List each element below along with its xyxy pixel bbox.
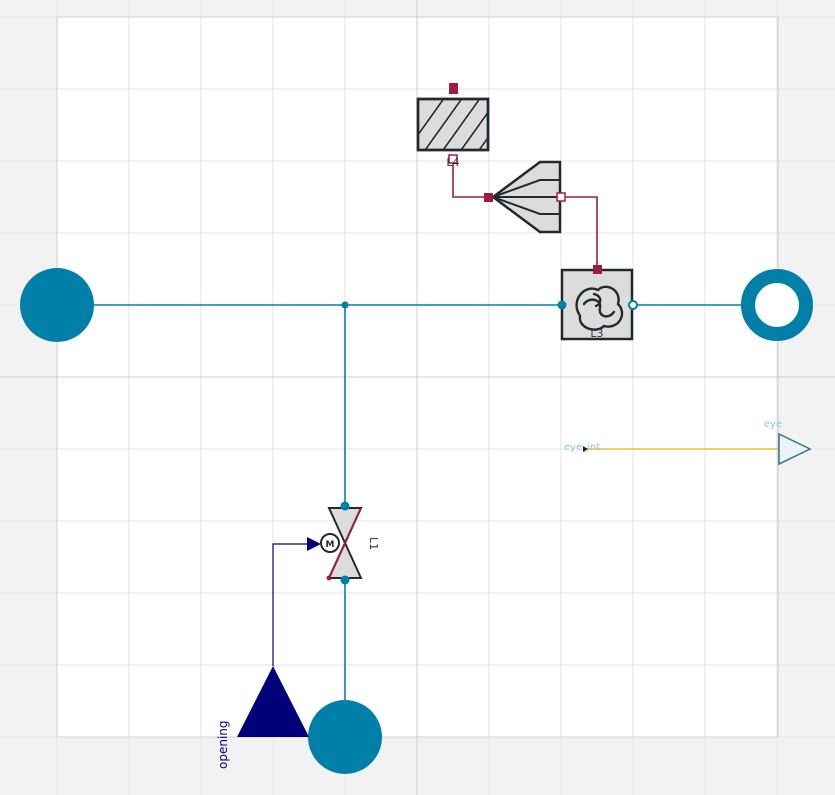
- capacitor-top-port[interactable]: [449, 83, 458, 94]
- outline-triangle-icon: [778, 432, 812, 466]
- pump-inlet-port[interactable]: [557, 300, 567, 310]
- ring-icon[interactable]: [741, 269, 813, 341]
- eye-source[interactable]: eye_int: [564, 442, 600, 453]
- pump-label: L3: [590, 327, 603, 340]
- hatched-box-icon: [416, 97, 490, 152]
- fluid-connections: [94, 301, 742, 701]
- valve-diagonal: [328, 507, 362, 579]
- heat-capacitor-L4[interactable]: L4: [400, 83, 522, 169]
- signal-line-capacitor[interactable]: [452, 160, 489, 198]
- opening-label: opening: [216, 720, 230, 769]
- swirl-pump-icon: [575, 285, 624, 331]
- control-connection: [272, 537, 321, 666]
- bottom-port-circle-icon[interactable]: [308, 700, 382, 774]
- collector-in-port[interactable]: [484, 193, 493, 202]
- valve-diagonal-end: [326, 575, 332, 581]
- filled-triangle-icon: [237, 666, 309, 737]
- pump-outlet-port[interactable]: [628, 300, 638, 310]
- control-line-opening[interactable]: [272, 543, 308, 666]
- motor-symbol: M: [326, 540, 335, 550]
- valve-bottom-port[interactable]: [340, 575, 350, 585]
- funnel-lines: [492, 179, 560, 215]
- eye-source-arrow-icon: [583, 446, 588, 452]
- capacitor-bottom-port[interactable]: [448, 154, 458, 164]
- eye-label: eye: [764, 419, 782, 430]
- collector-out-port[interactable]: [556, 192, 566, 202]
- control-arrow-head: [307, 537, 321, 551]
- motor-valve-icon: [320, 533, 340, 553]
- capacitor-label: L4: [446, 156, 459, 169]
- pump-block-L3[interactable]: L3: [557, 265, 638, 341]
- opening-input[interactable]: opening: [216, 666, 309, 769]
- signal-connections: [452, 160, 598, 268]
- valve-top-port[interactable]: [340, 501, 350, 511]
- signal-line-pump[interactable]: [561, 196, 598, 268]
- eye-output[interactable]: eye: [764, 419, 812, 466]
- filled-circle-icon[interactable]: [20, 268, 94, 342]
- eye-int-label: eye_int: [564, 442, 600, 453]
- collector-block[interactable]: [484, 160, 566, 234]
- hatch-lines: [418, 99, 488, 150]
- valve-label: L1: [367, 537, 380, 550]
- capacitor-border: [416, 97, 490, 152]
- pump-signal-port[interactable]: [593, 265, 602, 274]
- junction-node: [341, 301, 349, 309]
- valve-L1[interactable]: M L1: [320, 501, 380, 585]
